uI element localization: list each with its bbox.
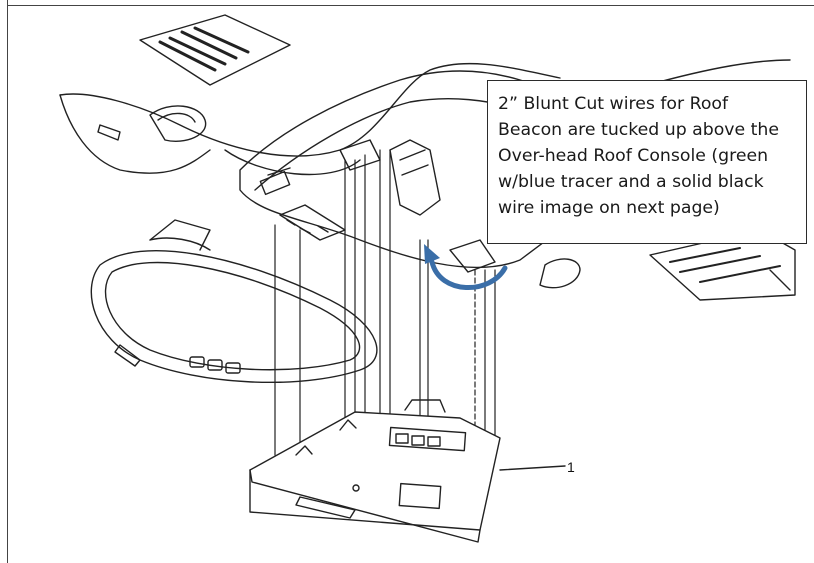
curved-arrow bbox=[426, 248, 508, 291]
callout-line: 2” Blunt Cut wires for Roof bbox=[498, 94, 729, 114]
part-number-label: 1 bbox=[567, 459, 575, 475]
callout-line: Beacon are tucked up above the bbox=[498, 120, 780, 140]
callout-line: wire image on next page) bbox=[498, 198, 720, 218]
callout-line: w/blue tracer and a solid black bbox=[498, 172, 764, 192]
console-bay bbox=[239, 70, 796, 301]
rear-view-mirror bbox=[90, 237, 378, 384]
page-border-top bbox=[7, 5, 814, 6]
overhead-console-part bbox=[249, 399, 501, 543]
label-sticker-left bbox=[139, 14, 291, 86]
callout-line: Over-head Roof Console (green bbox=[498, 146, 769, 166]
arrow-head bbox=[424, 244, 440, 264]
mirror-mount bbox=[149, 219, 211, 251]
explosion-lines bbox=[274, 149, 496, 456]
grab-handle-left bbox=[97, 105, 207, 142]
annotation-callout-box: 2” Blunt Cut wires for Roof Beacon are t… bbox=[487, 80, 807, 244]
part-leader-line bbox=[499, 465, 566, 471]
page-border-left bbox=[7, 0, 8, 563]
